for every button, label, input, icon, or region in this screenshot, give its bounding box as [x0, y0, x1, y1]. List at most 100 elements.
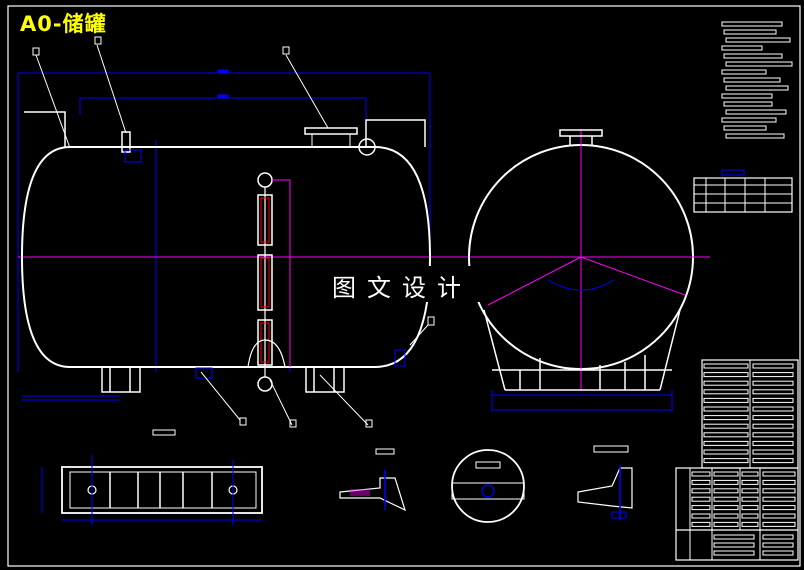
design-row-label [703, 440, 749, 446]
note-line [725, 109, 787, 115]
note-line [723, 125, 767, 131]
part-row-cell [713, 505, 739, 511]
title-block-cell [762, 542, 794, 548]
tank-side-view [468, 129, 710, 412]
saddle-angle-line-left [487, 256, 582, 306]
part-row-cell [762, 496, 796, 502]
part-row-cell [713, 513, 739, 519]
note-line [725, 133, 785, 139]
saddle-angle-line-right [580, 256, 686, 296]
design-row-value [752, 372, 794, 378]
part-row-cell [741, 521, 759, 527]
note-line [725, 85, 789, 91]
design-row-label [703, 397, 749, 403]
part-row-cell [713, 496, 739, 502]
part-row-cell [741, 505, 759, 511]
top-nozzle-pad [124, 149, 142, 163]
part-row-cell [713, 471, 739, 477]
part-row-cell [741, 513, 759, 519]
design-row-label [703, 423, 749, 429]
part-row-cell [691, 479, 711, 485]
drain-nozzle [195, 367, 213, 379]
note-line [721, 117, 777, 123]
technical-notes-lines [721, 21, 793, 139]
safety-valve [358, 138, 376, 156]
note-line [721, 21, 783, 27]
design-row-label [703, 380, 749, 386]
elevation-saddles [101, 366, 345, 393]
note-line [723, 29, 777, 35]
design-row-label [703, 372, 749, 378]
design-data-rows [703, 363, 794, 464]
design-row-value [752, 458, 794, 464]
design-row-value [752, 406, 794, 412]
section-circle-detail [451, 449, 525, 523]
note-line [721, 45, 763, 51]
part-row-cell [762, 513, 796, 519]
design-row-value [752, 389, 794, 395]
design-row-value [752, 423, 794, 429]
part-row-cell [713, 479, 739, 485]
title-block-cell [762, 550, 794, 556]
design-row-value [752, 432, 794, 438]
note-line [723, 77, 781, 83]
design-row-label [703, 458, 749, 464]
part-row-cell [762, 488, 796, 494]
part-row-cell [691, 471, 711, 477]
part-row-cell [762, 505, 796, 511]
design-row-label [703, 406, 749, 412]
part-row-cell [691, 488, 711, 494]
parts-list [675, 467, 799, 561]
part-row-cell [741, 496, 759, 502]
title-block-cell [762, 534, 794, 540]
nozzle-detail-a [339, 448, 406, 512]
part-row-cell [741, 479, 759, 485]
part-row-cell [691, 521, 711, 527]
vessel-shell [20, 146, 432, 368]
gauge-leader [272, 179, 291, 367]
part-row-cell [762, 479, 796, 485]
note-line [721, 93, 773, 99]
title-block-cell [713, 534, 755, 540]
side-drain [394, 349, 406, 367]
watermark-text: 图文设计 [332, 274, 472, 302]
saddle-plan-detail [41, 429, 263, 525]
part-row-cell [691, 505, 711, 511]
saddle-angle-arc [547, 279, 615, 291]
design-row-value [752, 363, 794, 369]
design-row-label [703, 449, 749, 455]
nozzle-detail-b [577, 445, 633, 520]
side-saddle [483, 309, 681, 391]
note-line [725, 61, 793, 67]
part-row-cell [691, 496, 711, 502]
title-block-cell [713, 550, 755, 556]
note-line [725, 37, 791, 43]
watermark-backdrop [326, 266, 484, 302]
design-row-label [703, 432, 749, 438]
design-row-value [752, 397, 794, 403]
part-row-cell [741, 471, 759, 477]
part-row-cell [762, 471, 796, 477]
title-block-cell [713, 542, 755, 548]
note-line [721, 69, 767, 75]
part-row-cell [762, 521, 796, 527]
parts-list-rows [691, 471, 796, 556]
part-row-cell [713, 521, 739, 527]
note-line [723, 101, 773, 107]
design-row-value [752, 449, 794, 455]
part-tags [32, 36, 435, 428]
vent-pipe [365, 119, 426, 147]
manhole-flange [304, 127, 358, 135]
design-row-value [752, 415, 794, 421]
drawing-title: A0-储罐 [20, 12, 107, 36]
nozzle-table [693, 169, 793, 213]
part-row-cell [741, 488, 759, 494]
part-row-cell [691, 513, 711, 519]
design-row-label [703, 389, 749, 395]
sheet-border [7, 5, 801, 567]
tank-elevation-view [17, 36, 480, 428]
top-nozzle [121, 131, 131, 153]
side-manhole [559, 129, 603, 137]
level-gauge [247, 172, 286, 392]
